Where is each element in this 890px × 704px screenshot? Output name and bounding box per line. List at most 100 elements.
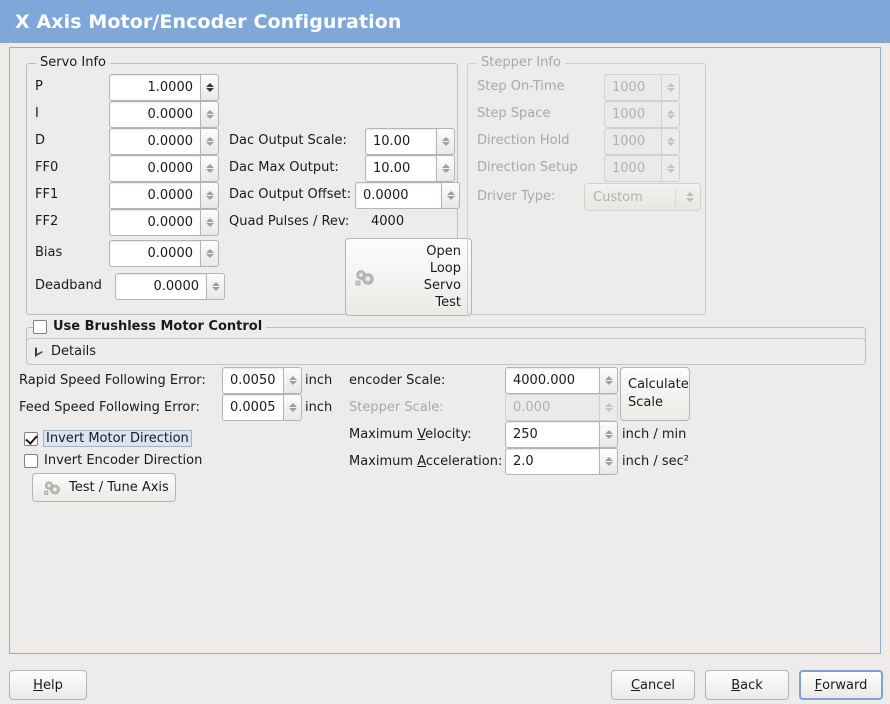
spin-down-icon[interactable] xyxy=(666,88,675,92)
spin-down-icon[interactable] xyxy=(205,88,214,92)
servo-spin-ff1-value[interactable]: 0.0000 xyxy=(109,182,200,209)
servo-spin-p[interactable]: 1.0000 xyxy=(109,74,219,101)
direction-hold-value[interactable]: 1000 xyxy=(604,128,661,155)
direction-setup-value[interactable]: 1000 xyxy=(604,155,661,182)
servo-spin-d-stepper[interactable] xyxy=(200,128,219,155)
details-expander[interactable]: Details xyxy=(35,344,96,359)
spin-up-icon[interactable] xyxy=(666,83,675,87)
spin-down-icon[interactable] xyxy=(604,381,613,385)
encoder-scale-value[interactable]: 4000.000 xyxy=(505,367,599,394)
checkbox-box-icon[interactable] xyxy=(24,453,38,468)
spin-down-icon[interactable] xyxy=(205,142,214,146)
spin-up-icon[interactable] xyxy=(441,164,450,168)
spin-down-icon[interactable] xyxy=(446,196,455,200)
checkbox-box-icon[interactable] xyxy=(33,319,47,334)
servo-spin-i-value[interactable]: 0.0000 xyxy=(109,101,200,128)
step-on-time-stepper[interactable] xyxy=(661,74,680,101)
spin-down-icon[interactable] xyxy=(441,169,450,173)
feed-following-error-spin[interactable]: 0.0005 xyxy=(222,394,302,421)
servo-spin-bias-stepper[interactable] xyxy=(200,240,219,267)
servo-spin-ff2[interactable]: 0.0000 xyxy=(109,209,219,236)
servo-spin-i[interactable]: 0.0000 xyxy=(109,101,219,128)
spin-up-icon[interactable] xyxy=(205,110,214,114)
direction-hold-spin[interactable]: 1000 xyxy=(604,128,680,155)
servo-spin-ff2-value[interactable]: 0.0000 xyxy=(109,209,200,236)
encoder-scale-spin[interactable]: 4000.000 xyxy=(505,367,618,394)
spin-up-icon[interactable] xyxy=(205,191,214,195)
dac-output-offset-spin[interactable]: 0.0000 xyxy=(355,182,460,209)
spin-down-icon[interactable] xyxy=(288,408,297,412)
step-space-stepper[interactable] xyxy=(661,101,680,128)
spin-down-icon[interactable] xyxy=(205,169,214,173)
spin-up-icon[interactable] xyxy=(604,430,613,434)
calculate-scale-button[interactable]: Calculate Scale xyxy=(620,367,690,421)
chevron-right-icon[interactable] xyxy=(35,346,43,357)
step-on-time-spin[interactable]: 1000 xyxy=(604,74,680,101)
dac-output-offset-stepper[interactable] xyxy=(441,182,460,209)
servo-spin-p-stepper[interactable] xyxy=(200,74,219,101)
spin-down-icon[interactable] xyxy=(666,169,675,173)
dac-output-scale-stepper[interactable] xyxy=(436,128,455,155)
servo-spin-d[interactable]: 0.0000 xyxy=(109,128,219,155)
servo-spin-ff0[interactable]: 0.0000 xyxy=(109,155,219,182)
rapid-following-error-stepper[interactable] xyxy=(283,367,302,394)
spin-up-icon[interactable] xyxy=(666,137,675,141)
feed-following-error-value[interactable]: 0.0005 xyxy=(222,394,283,421)
maximum-velocity-stepper[interactable] xyxy=(599,421,618,448)
servo-spin-ff1[interactable]: 0.0000 xyxy=(109,182,219,209)
maximum-velocity-value[interactable]: 250 xyxy=(505,421,599,448)
direction-hold-stepper[interactable] xyxy=(661,128,680,155)
servo-spin-ff0-value[interactable]: 0.0000 xyxy=(109,155,200,182)
invert-motor-direction-checkbox[interactable]: Invert Motor Direction xyxy=(24,430,192,447)
test-tune-axis-button[interactable]: Test / Tune Axis xyxy=(32,473,176,502)
feed-following-error-stepper[interactable] xyxy=(283,394,302,421)
spin-up-icon[interactable] xyxy=(441,137,450,141)
spin-down-icon[interactable] xyxy=(211,287,220,291)
spin-down-icon[interactable] xyxy=(205,223,214,227)
maximum-acceleration-stepper[interactable] xyxy=(599,448,618,475)
rapid-following-error-value[interactable]: 0.0050 xyxy=(222,367,283,394)
servo-spin-bias[interactable]: 0.0000 xyxy=(109,240,219,267)
servo-spin-d-value[interactable]: 0.0000 xyxy=(109,128,200,155)
spin-up-icon[interactable] xyxy=(211,282,220,286)
dac-max-output-spin[interactable]: 10.00 xyxy=(365,155,455,182)
chevron-updown-icon[interactable] xyxy=(686,192,694,202)
spin-down-icon[interactable] xyxy=(604,462,613,466)
servo-spin-p-value[interactable]: 1.0000 xyxy=(109,74,200,101)
spin-up-icon[interactable] xyxy=(205,249,214,253)
details-expander-box[interactable]: Details xyxy=(26,338,866,365)
spin-down-icon[interactable] xyxy=(666,142,675,146)
invert-encoder-direction-checkbox[interactable]: Invert Encoder Direction xyxy=(24,453,202,468)
spin-down-icon[interactable] xyxy=(205,196,214,200)
servo-spin-i-stepper[interactable] xyxy=(200,101,219,128)
dac-output-scale-spin[interactable]: 10.00 xyxy=(365,128,455,155)
spin-down-icon[interactable] xyxy=(205,115,214,119)
spin-down-icon[interactable] xyxy=(205,254,214,258)
spin-up-icon[interactable] xyxy=(205,218,214,222)
servo-spin-bias-value[interactable]: 0.0000 xyxy=(109,240,200,267)
step-on-time-value[interactable]: 1000 xyxy=(604,74,661,101)
spin-down-icon[interactable] xyxy=(441,142,450,146)
open-loop-servo-test-button[interactable]: Open Loop Servo Test xyxy=(345,238,472,316)
step-space-spin[interactable]: 1000 xyxy=(604,101,680,128)
dac-output-offset-value[interactable]: 0.0000 xyxy=(355,182,441,209)
spin-up-icon[interactable] xyxy=(604,376,613,380)
direction-setup-spin[interactable]: 1000 xyxy=(604,155,680,182)
checkbox-box-icon[interactable] xyxy=(24,431,38,446)
spin-up-icon[interactable] xyxy=(446,191,455,195)
servo-spin-ff2-stepper[interactable] xyxy=(200,209,219,236)
spin-up-icon[interactable] xyxy=(666,164,675,168)
spin-up-icon[interactable] xyxy=(205,83,214,87)
dac-output-scale-value[interactable]: 10.00 xyxy=(365,128,436,155)
rapid-following-error-spin[interactable]: 0.0050 xyxy=(222,367,302,394)
encoder-scale-stepper[interactable] xyxy=(599,367,618,394)
spin-up-icon[interactable] xyxy=(288,403,297,407)
servo-spin-deadband[interactable]: 0.0000 xyxy=(115,273,225,300)
spin-up-icon[interactable] xyxy=(205,164,214,168)
spin-up-icon[interactable] xyxy=(288,376,297,380)
dac-max-output-value[interactable]: 10.00 xyxy=(365,155,436,182)
step-space-value[interactable]: 1000 xyxy=(604,101,661,128)
maximum-acceleration-spin[interactable]: 2.0 xyxy=(505,448,618,475)
